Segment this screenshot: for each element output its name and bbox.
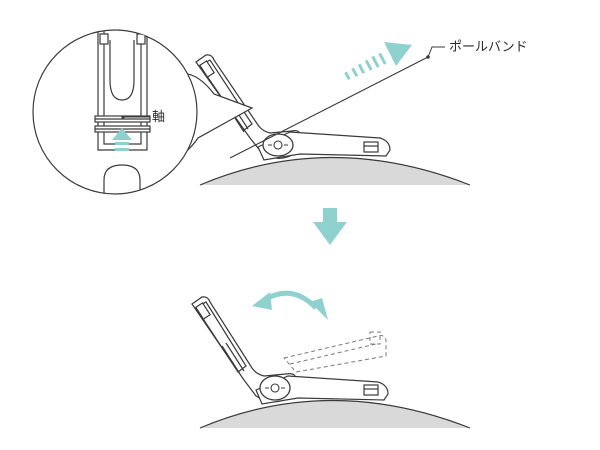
hinge-knob-bottom xyxy=(259,375,291,401)
double-headed-curved-arrow-icon xyxy=(252,290,328,320)
zoom-callout: 軸 xyxy=(32,29,254,195)
bottom-scene xyxy=(191,290,471,429)
axis-dot xyxy=(121,115,125,119)
pole-band-line xyxy=(229,56,429,159)
pole-band-label: ポールバンド xyxy=(449,40,528,55)
curved-surface-top-outline xyxy=(199,156,471,186)
dashed-arrow-up-icon xyxy=(112,128,132,151)
pole-band-leader xyxy=(427,46,445,58)
curved-surface-bottom-outline xyxy=(199,399,471,429)
arrow-down-icon xyxy=(313,208,347,245)
hinge-knob-top xyxy=(262,133,294,157)
top-scene: ポールバンド xyxy=(32,29,528,195)
axis-label: 軸 xyxy=(152,110,165,125)
lever-ghost-outline xyxy=(283,331,387,373)
dashed-arrow-right-up-icon xyxy=(344,42,412,81)
